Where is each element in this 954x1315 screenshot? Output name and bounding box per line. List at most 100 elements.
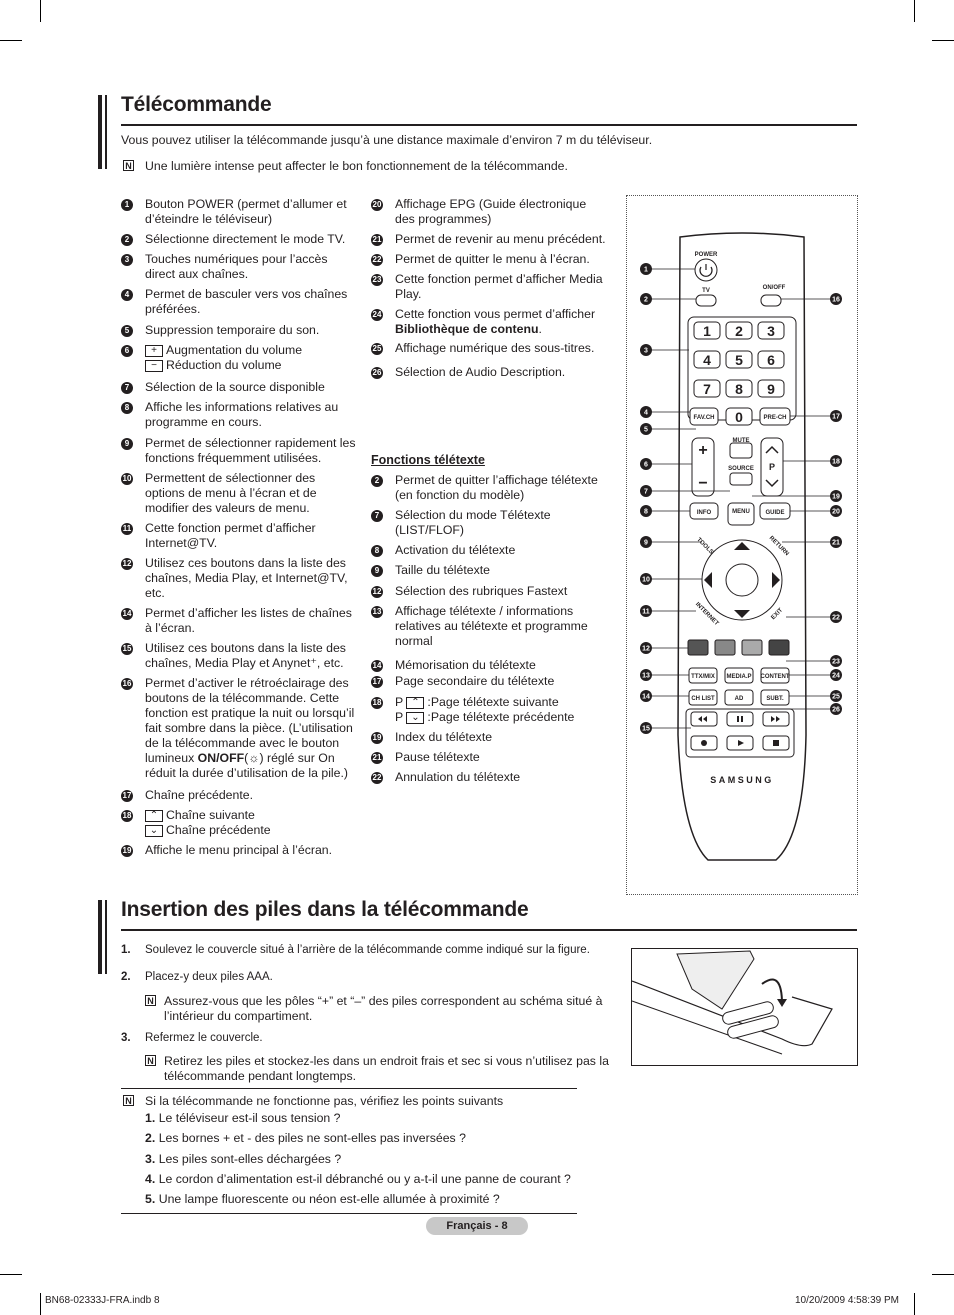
text-fragment: :Page télétexte précédente [427, 710, 575, 724]
step-text: Soulevez le couvercle situé à l’arrière … [145, 944, 590, 956]
callout-number: 22 [832, 615, 840, 622]
check-number: 3. [145, 1151, 156, 1166]
callout-marker [640, 423, 652, 435]
callout-marker [640, 536, 652, 548]
check-text: Le téléviseur est-il sous tension ? [158, 1111, 341, 1125]
note-text: Retirez les piles et stockez-les dans un… [164, 1054, 609, 1083]
text-fragment: ON/OFF [197, 751, 245, 765]
remote-label-ttx: TTX/MIX [691, 674, 715, 680]
remote-digit: 5 [735, 352, 743, 368]
item-number: 18 [371, 697, 383, 709]
item-text: Sélection du mode Télétexte (LIST/FLOF) [395, 508, 551, 537]
item-number: 26 [371, 367, 383, 379]
text-fragment: Bibliothèque de contenu [395, 322, 539, 336]
text-fragment: Chaîne suivante [166, 808, 255, 822]
section-bar [105, 95, 107, 169]
item-number: 6 [121, 345, 133, 357]
text-fragment: Chaîne précédente [166, 823, 271, 837]
callout-marker [640, 485, 652, 497]
print-date: 10/20/2009 4:58:39 PM [795, 1295, 899, 1306]
item-number: 7 [121, 382, 133, 394]
check-item: 4. Le cordon d’alimentation est-il débra… [145, 1172, 571, 1187]
callout-number: 5 [644, 427, 648, 434]
callout-number: 11 [642, 609, 650, 616]
item-text: Pause télétexte [395, 750, 480, 764]
remote-label-power: POWER [695, 252, 718, 258]
remote-digit: 4 [703, 352, 711, 368]
item-text: Affiche les informations relatives au pr… [145, 400, 339, 429]
remote-figure-frame [626, 195, 858, 895]
note-icon: N [123, 1095, 134, 1106]
callout-marker [640, 293, 652, 305]
callout-marker [830, 655, 842, 667]
callout-number: 9 [644, 540, 648, 547]
callout-number: 7 [644, 489, 648, 496]
svg-text:+: + [698, 442, 707, 459]
callout-number: 6 [644, 462, 648, 469]
callout-marker [830, 505, 842, 517]
item-text: Sélection de la source disponible [145, 380, 325, 394]
callout-number: 24 [832, 673, 840, 680]
callout-number: 23 [832, 659, 840, 666]
item-text: Permettent de sélectionner des options d… [145, 471, 317, 515]
section-title: Insertion des piles dans la télécommande [121, 898, 529, 921]
remote-digit: 6 [767, 352, 775, 368]
item-number: 16 [121, 678, 133, 690]
check-text: Les bornes + et - des piles ne sont-elle… [158, 1131, 466, 1146]
section-title: Télécommande [121, 93, 272, 116]
item-text: Affichage numérique des sous-titres. [395, 341, 595, 355]
callout-number: 25 [832, 694, 840, 701]
battery-figure-frame [631, 948, 858, 1066]
callout-marker [640, 642, 652, 654]
callout-number: 2 [644, 297, 648, 304]
item-number: 17 [371, 676, 383, 688]
check-number: 4. [145, 1171, 156, 1186]
light-icon: ☼ [248, 751, 260, 765]
item-number: 12 [121, 558, 133, 570]
step-number: 2. [121, 971, 131, 983]
svg-text:−: − [698, 475, 707, 492]
item-number: 15 [121, 643, 133, 655]
check-number: 5. [145, 1192, 156, 1207]
item-number: 23 [371, 274, 383, 286]
item-number: 21 [371, 234, 383, 246]
check-intro: Si la télécommande ne fonctionne pas, vé… [145, 1094, 504, 1108]
callout-marker [640, 406, 652, 418]
item-text: Touches numériques pour l’accès direct a… [145, 252, 328, 281]
section-rule [121, 929, 857, 931]
text-fragment: Réduction du volume [166, 358, 282, 372]
callout-number: 16 [832, 297, 840, 304]
item-number: 8 [371, 545, 383, 557]
item-number: 19 [121, 845, 133, 857]
item-text: Suppression temporaire du son. [145, 323, 320, 337]
callout-marker [640, 669, 652, 681]
crop-mark [932, 1274, 954, 1275]
section-rule [121, 124, 857, 126]
callout-number: 17 [832, 414, 840, 421]
item-number: 21 [371, 752, 383, 764]
remote-label-ad: AD [735, 696, 744, 702]
item-text: Permet de quitter le menu à l’écran. [395, 252, 590, 266]
check-item: 2. Les bornes + et - des piles ne sont-e… [145, 1131, 466, 1146]
item-number: 1 [121, 199, 133, 211]
remote-label-brand: SAMSUNG [710, 775, 774, 785]
callout-marker [640, 605, 652, 617]
callout-marker [830, 410, 842, 422]
remote-label-mute: MUTE [733, 438, 750, 444]
remote-label-source: SOURCE [728, 466, 754, 472]
item-number: 20 [371, 199, 383, 211]
callout-number: 8 [644, 509, 648, 516]
item-text: Permet de sélectionner rapidement les fo… [145, 436, 356, 465]
remote-digit: 9 [767, 381, 775, 397]
check-text: Le cordon d’alimentation est-il débranch… [158, 1171, 571, 1186]
item-text: Taille du télétexte [395, 563, 491, 577]
item-text: Sélection de Audio Description. [395, 365, 566, 379]
key-icon: ⌄ [406, 711, 425, 724]
callout-marker [830, 490, 842, 502]
item-number: 17 [121, 790, 133, 802]
remote-label-info: INFO [697, 510, 712, 516]
remote-digit: 3 [767, 323, 775, 339]
divider [121, 1213, 577, 1214]
item-text: Utilisez ces boutons dans la liste des c… [145, 641, 346, 670]
